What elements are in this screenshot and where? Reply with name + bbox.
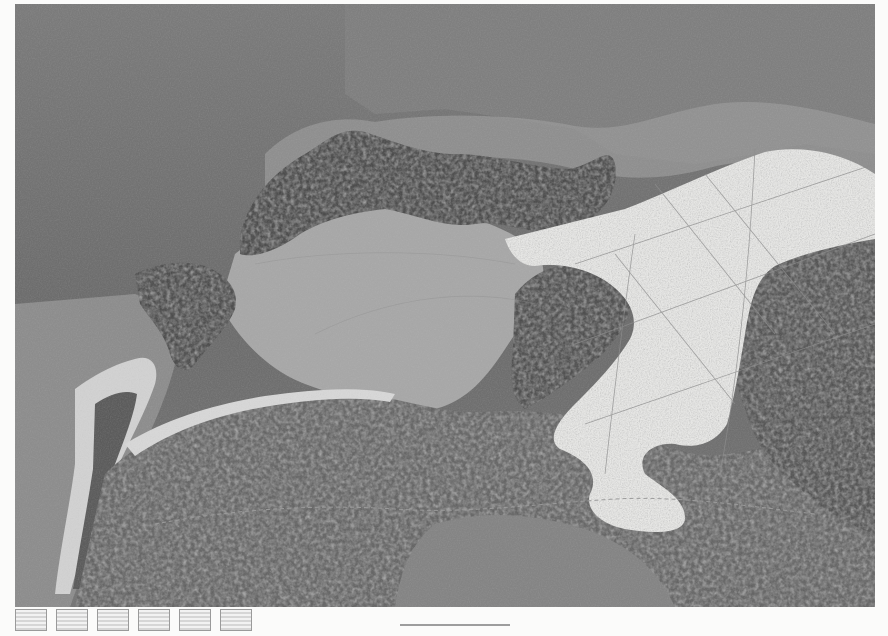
legend-swatch-icon [15,609,47,631]
boundary-line [154,497,816,525]
legend-panel [15,609,275,633]
legend-swatch-icon [220,609,253,631]
scale-bar-icon [400,624,510,626]
legend-swatch-icon [97,609,130,631]
legend-swatch-icon [179,609,212,631]
graticule-icon [254,148,875,475]
relief-map[interactable] [15,4,875,607]
print-texture [15,4,875,607]
legend-swatch-icon [138,609,171,631]
legend-swatch-icon [56,609,89,631]
map-frame[interactable] [15,4,875,607]
